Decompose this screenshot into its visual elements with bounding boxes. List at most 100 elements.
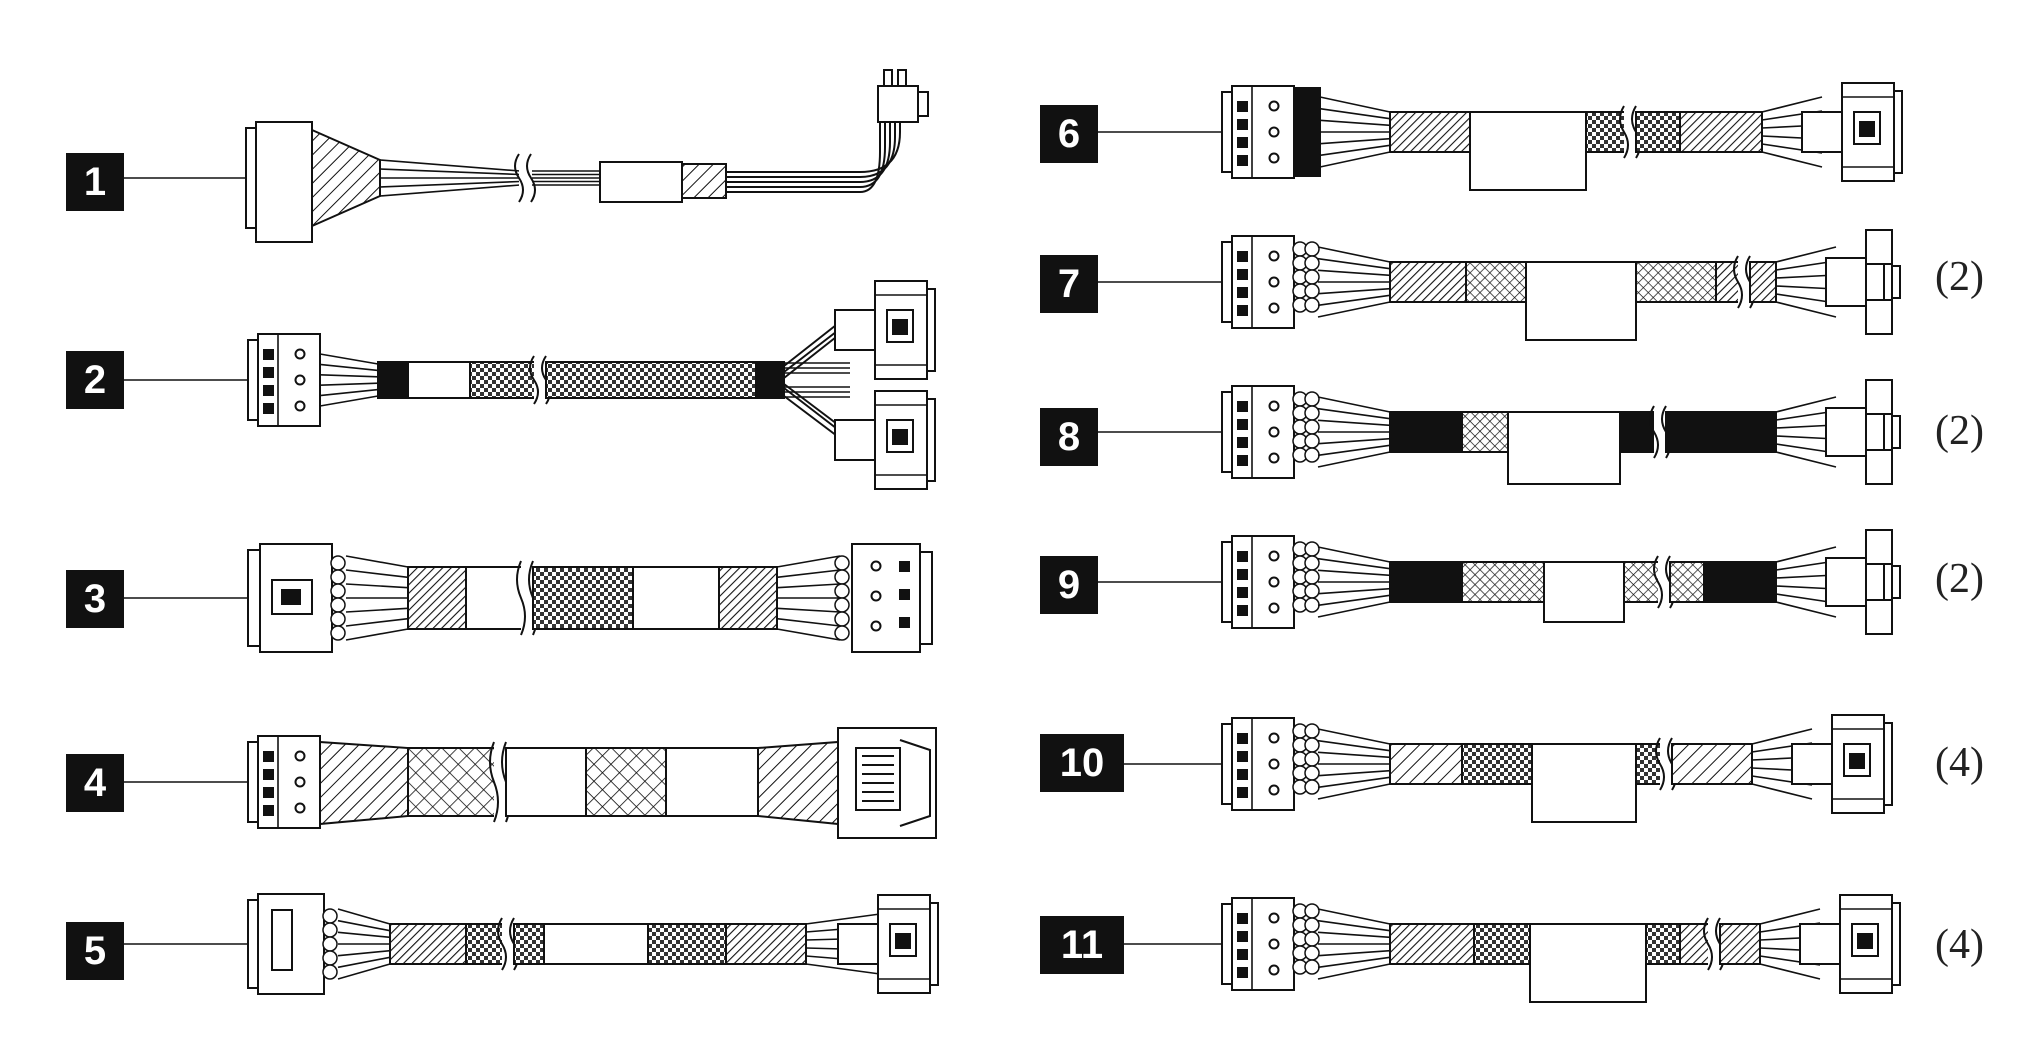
- wire-line: [319, 382, 379, 386]
- cable-label-tag: [1531, 743, 1637, 823]
- shield-bead: [1304, 419, 1320, 435]
- wire-line: [1317, 246, 1391, 263]
- shield-bead: [330, 569, 346, 585]
- cable-6-right-connector-boot: [1801, 111, 1843, 153]
- wire-line: [1317, 419, 1391, 427]
- cable-6-connector-hole: [1268, 152, 1280, 164]
- braided-sleeve: [1473, 923, 1531, 965]
- wire-line: [1317, 407, 1391, 420]
- wire-line: [345, 617, 409, 627]
- heat-shrink: [1389, 743, 1463, 785]
- shield-bead: [1304, 405, 1320, 421]
- power-connector-pins: [245, 127, 257, 229]
- pcie-power-latch: [917, 91, 929, 117]
- cable2-connector-pin: [263, 385, 274, 396]
- wire-bend: [726, 118, 881, 193]
- callout-6: 6: [1040, 105, 1098, 163]
- power-connector-housing: [255, 121, 313, 243]
- wire-line: [776, 569, 841, 579]
- cable-break-mark: [1655, 737, 1665, 791]
- shield-bead: [1304, 269, 1320, 285]
- shield-bead: [322, 964, 338, 980]
- cable2-connector-pin: [263, 403, 274, 414]
- wire-line: [319, 363, 379, 372]
- wire-line: [1317, 546, 1391, 563]
- callout-4: 4: [66, 754, 124, 812]
- shield-bead: [834, 583, 850, 599]
- braided-sleeve: [465, 923, 507, 965]
- cable4-connector-pin: [263, 769, 274, 780]
- cable-10-right-connector-clip: [1843, 743, 1871, 777]
- cable-label-tag: [1543, 561, 1625, 623]
- cable-8-right-connector-lower-tab: [1865, 449, 1893, 485]
- wire-line: [345, 628, 409, 641]
- cable-label-tag: [1507, 411, 1621, 485]
- cable-8-connector-pin: [1237, 455, 1248, 466]
- pcie-power-pin: [897, 69, 907, 87]
- wire-line: [337, 949, 391, 957]
- cable-label-sleeve: [665, 747, 759, 817]
- cable-9-connector-hole: [1268, 576, 1280, 588]
- shield-bead: [330, 611, 346, 627]
- cable-7-right-connector-upper-tab: [1865, 229, 1893, 265]
- wire-line: [319, 388, 379, 397]
- cable5-right-connector-boot: [837, 923, 879, 965]
- wire-line: [1759, 963, 1821, 980]
- cable-break-gap: [1708, 918, 1720, 970]
- heat-shrink: [725, 923, 807, 965]
- wire-line: [337, 931, 391, 939]
- cable-label-sleeve: [407, 361, 471, 399]
- shield-bead: [1304, 945, 1320, 961]
- cable-1: [124, 69, 929, 243]
- cable2-top-connector-latch: [926, 288, 936, 372]
- cable3-right-hole: [870, 590, 882, 602]
- cable-7-right-connector-latch: [1891, 265, 1901, 299]
- cable-10-connector-pin: [1237, 769, 1248, 780]
- cable-7-connector-pin: [1237, 251, 1248, 262]
- wire-line: [1759, 908, 1821, 925]
- heat-shrink: [1389, 561, 1463, 603]
- wire-line: [1317, 908, 1391, 925]
- heat-shrink: [1389, 923, 1475, 965]
- wire-line: [1319, 119, 1391, 127]
- braided-sleeve: [585, 747, 667, 817]
- cable-break-mark: [526, 153, 536, 203]
- wire-line: [379, 168, 521, 176]
- cable-break-gap: [1654, 406, 1666, 458]
- cable-break-gap: [1738, 256, 1750, 308]
- cable-10-right-connector-clip-pin: [1849, 753, 1865, 769]
- braided-sleeve: [1461, 561, 1545, 603]
- cable2-bottom-connector-latch: [926, 398, 936, 482]
- wire-line: [776, 607, 841, 613]
- heat-shrink: [1389, 411, 1463, 453]
- cable-9-right-connector-body: [1865, 563, 1885, 601]
- shield-bead: [834, 625, 850, 641]
- cable-break-gap: [519, 154, 531, 202]
- cable-8-right-connector-body: [1865, 413, 1885, 451]
- callout-5: 5: [66, 922, 124, 980]
- wire-line: [1775, 301, 1837, 318]
- cable-9-connector-pin: [1237, 551, 1248, 562]
- pcie-power-connector: [877, 85, 919, 123]
- braided-sleeve: [1669, 561, 1705, 603]
- cable-7-right-connector-body: [1865, 263, 1885, 301]
- cable-2: [124, 280, 936, 490]
- cable-label-tag: [1469, 111, 1587, 191]
- wire-line: [1317, 451, 1391, 468]
- wire-line: [1751, 728, 1813, 745]
- shield-bead: [1304, 433, 1320, 449]
- cable-6-connector-pin: [1237, 137, 1248, 148]
- y-splitter: [755, 361, 785, 399]
- braided-sleeve: [1645, 923, 1681, 965]
- cable3-right-pin: [899, 561, 910, 572]
- cable-8-right-connector-latch: [1891, 415, 1901, 449]
- cable-break-mark: [497, 917, 507, 971]
- cable-break-gap: [521, 561, 533, 635]
- heat-shrink: [1293, 87, 1321, 177]
- cable-6-connector-hole: [1268, 100, 1280, 112]
- wire-line: [1319, 96, 1391, 113]
- heat-shrink: [1389, 261, 1467, 303]
- wire-line: [319, 374, 379, 378]
- cable3-left-clip-pin: [281, 589, 301, 605]
- heat-shrink: [1703, 561, 1777, 603]
